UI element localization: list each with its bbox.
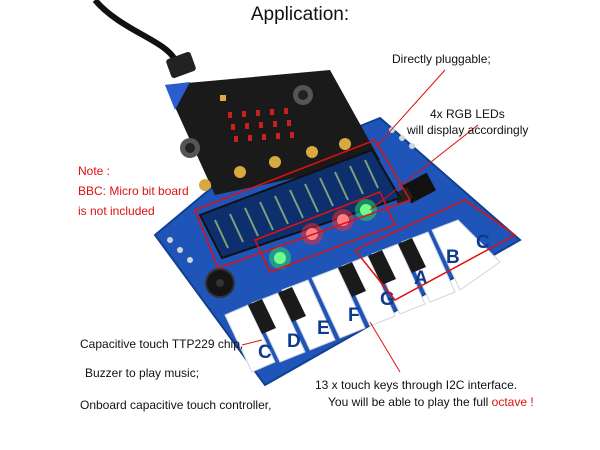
highlight-connector [194, 139, 412, 269]
page-title: Application: [250, 4, 350, 25]
edge-connector-pads [199, 138, 351, 191]
pcb-hole [409, 143, 415, 149]
highlight-keys [353, 199, 517, 301]
rgb-leds-label-2: will display accordingly [407, 123, 529, 137]
leader-lines [241, 69, 479, 373]
key-label: B [446, 247, 460, 268]
pluggable-label: Directly pluggable; [392, 52, 491, 66]
led-matrix [228, 108, 294, 142]
pcb-hole [187, 257, 193, 263]
rgb-leds-label: 4x RGB LEDs [430, 107, 505, 121]
rgb-led-1 [274, 252, 286, 264]
controller-label: Onboard capacitive touch controller, [80, 398, 272, 412]
key-label: G [380, 289, 395, 310]
key-label: E [317, 318, 330, 339]
piano-black-keys [248, 238, 426, 334]
octave-prefix: You will be able to play the full [328, 395, 492, 409]
touch-keys-label: 13 x touch keys through I2C interface. [315, 378, 518, 392]
note-line-2: is not included [78, 204, 155, 218]
octave-suffix: ! [527, 395, 534, 409]
edge-connector [198, 148, 402, 260]
pcb-hole [167, 237, 173, 243]
pcb-hole [389, 127, 395, 133]
key-label: D [287, 331, 301, 352]
note-line-1: BBC: Micro bit board [78, 184, 189, 198]
usb-cable [92, 0, 178, 62]
octave-highlight: octave [491, 395, 528, 409]
connector-pins [214, 159, 379, 249]
buzzer-label: Buzzer to play music; [85, 366, 200, 380]
note-title: Note : [78, 164, 111, 178]
usb-plug [166, 52, 196, 78]
microbit-board [165, 70, 380, 195]
key-label: C [258, 342, 272, 363]
octave-label: You will be able to play the full octave… [328, 395, 534, 409]
pcb-hole [177, 247, 183, 253]
chip-component [393, 186, 413, 206]
pcb-hole [399, 135, 405, 141]
key-label: F [348, 305, 360, 326]
chip-label: Capacitive touch TTP229 chip, [80, 337, 244, 351]
key-label: C [476, 232, 490, 253]
highlight-leds [253, 191, 397, 273]
rgb-led-4 [360, 204, 372, 216]
